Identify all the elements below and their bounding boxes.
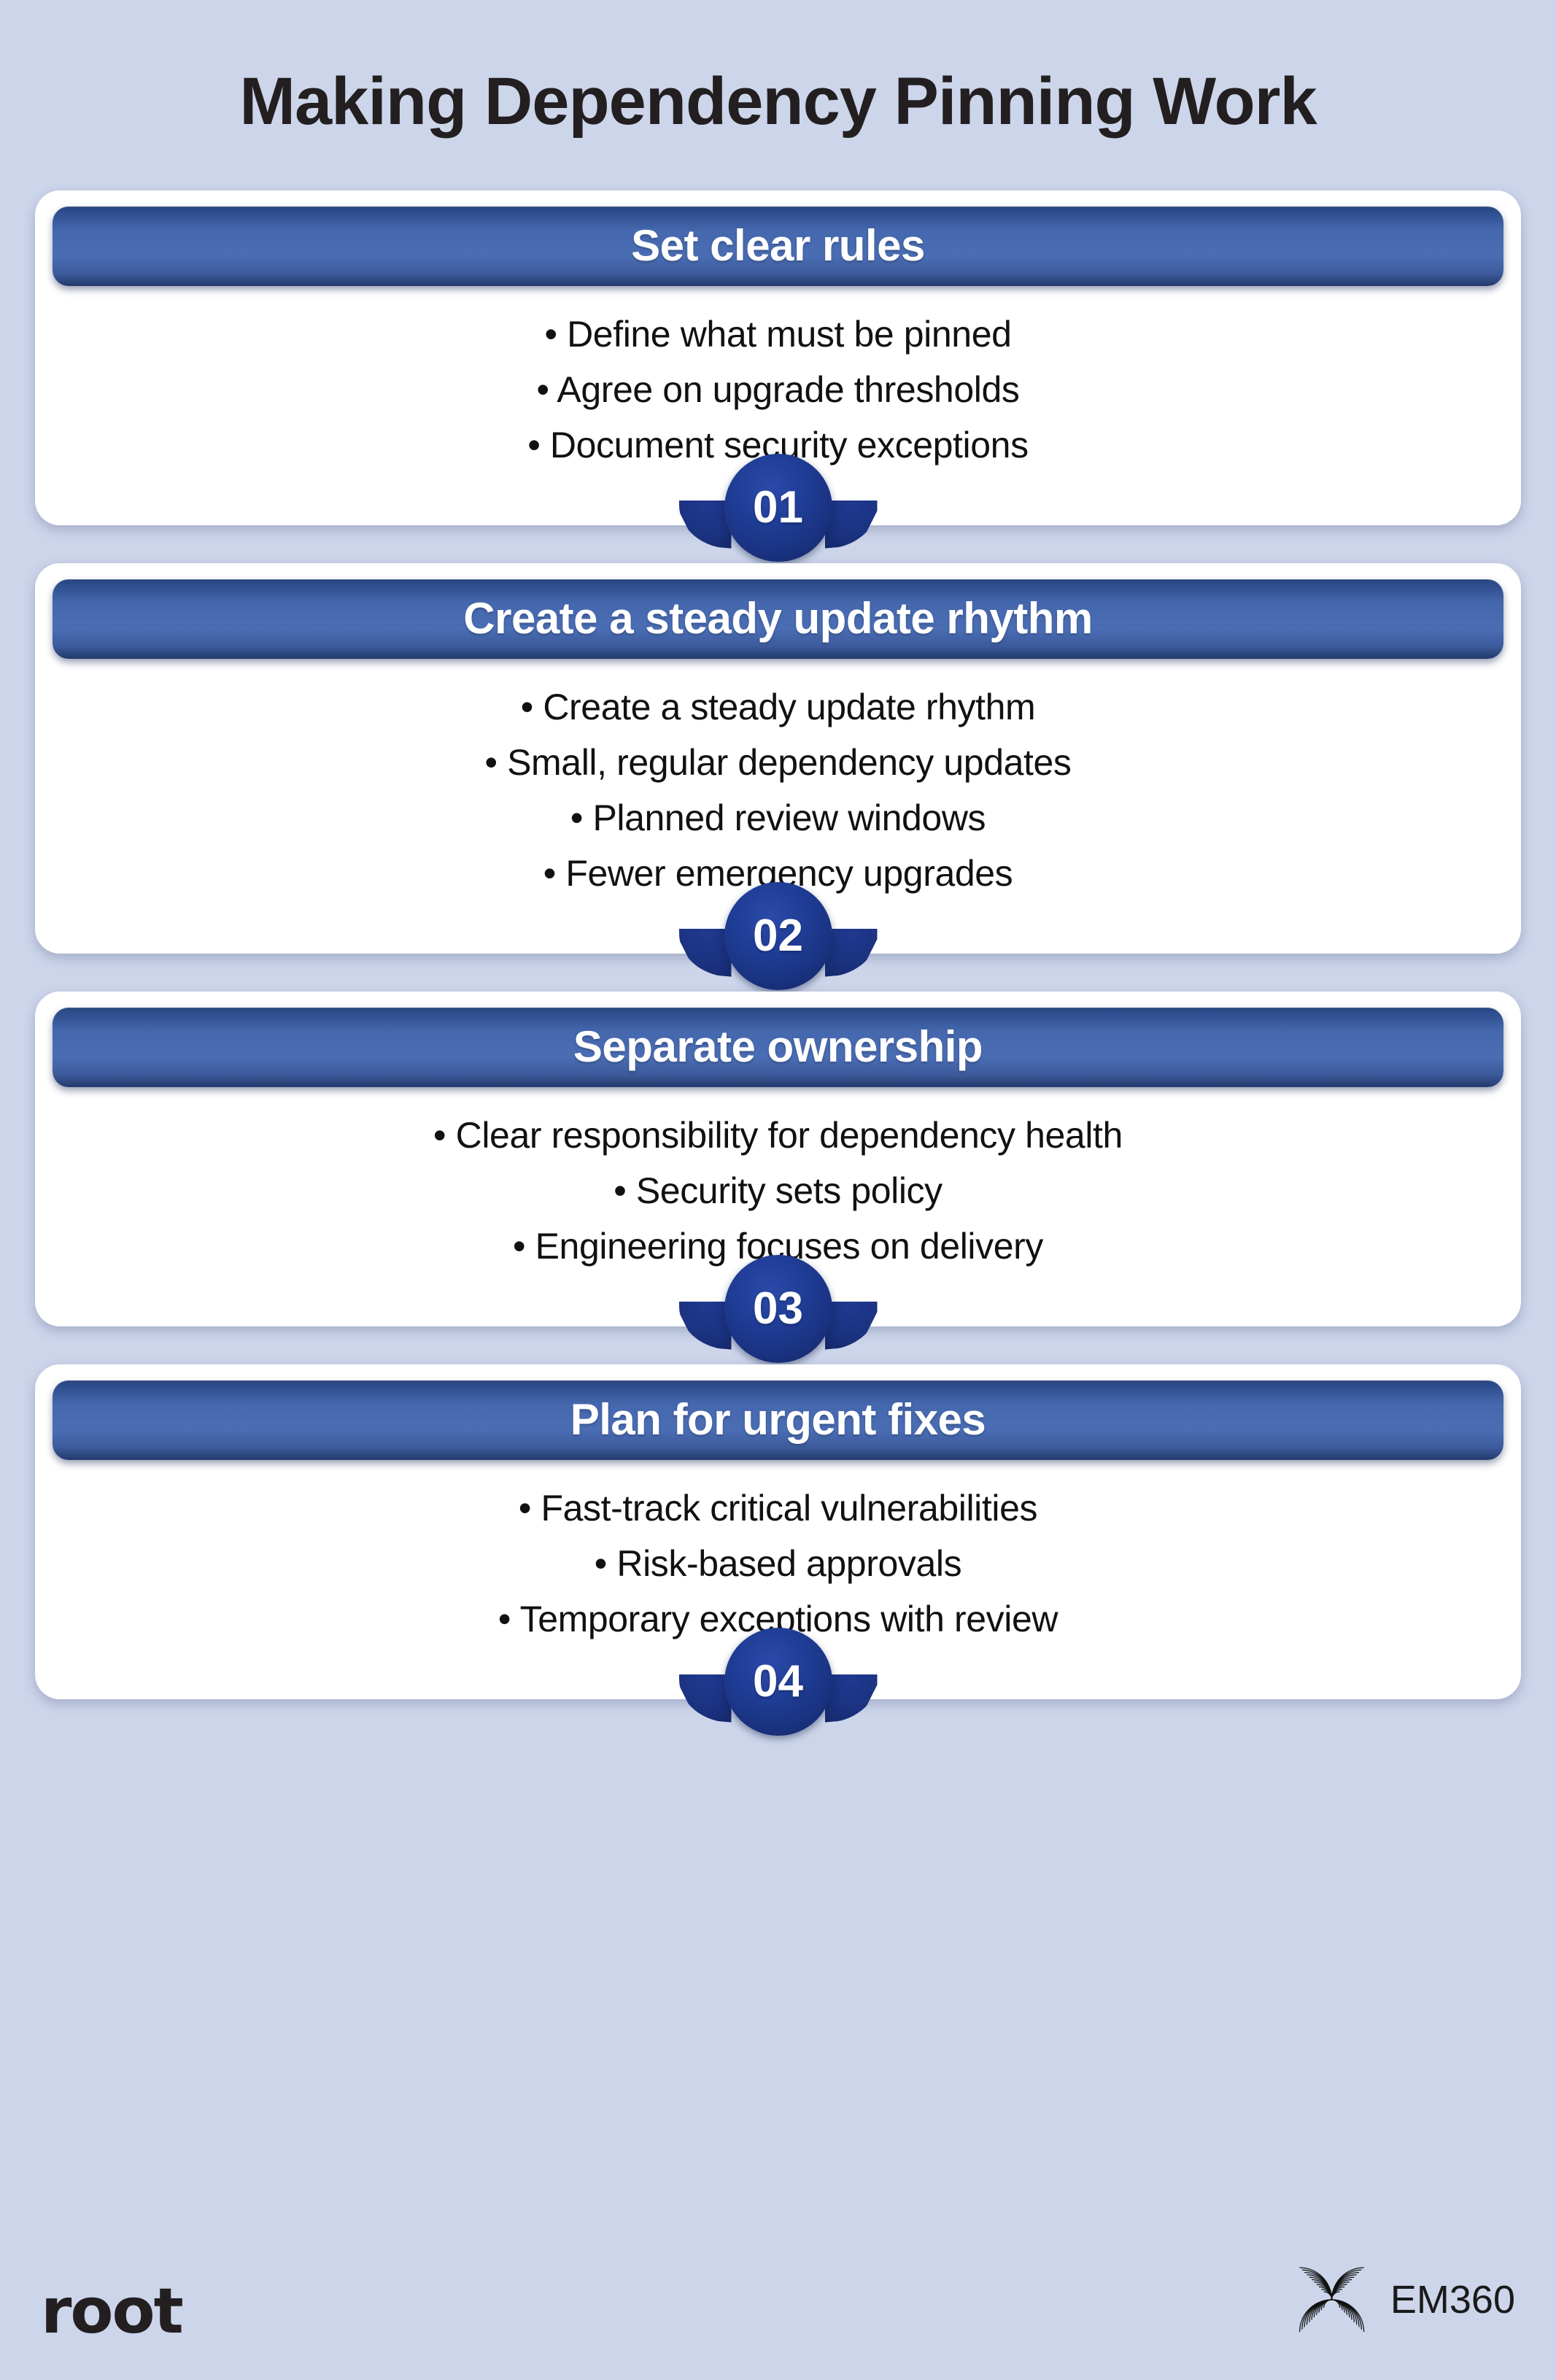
badge-wing-left-icon — [678, 1301, 732, 1350]
bullet-item: • Clear responsibility for dependency he… — [433, 1114, 1123, 1156]
bullet-item: • Security sets policy — [614, 1170, 942, 1211]
em360-wordmark: EM360 — [1390, 2277, 1515, 2322]
step-card-04: Plan for urgent fixes • Fast-track criti… — [35, 1364, 1521, 1736]
bullet-item: • Agree on upgrade thresholds — [536, 368, 1020, 410]
steps-list: Set clear rules • Define what must be pi… — [0, 190, 1556, 1736]
page-title: Making Dependency Pinning Work — [239, 63, 1317, 139]
step-card-01: Set clear rules • Define what must be pi… — [35, 190, 1521, 562]
badge-wing-left-icon — [678, 928, 732, 977]
badge-wing-right-icon — [824, 500, 878, 549]
bullet-item: • Create a steady update rhythm — [520, 686, 1036, 727]
bullet-item: • Define what must be pinned — [544, 313, 1012, 355]
step-body-04: • Fast-track critical vulnerabilities • … — [53, 1460, 1503, 1680]
root-logo: root — [41, 2274, 184, 2348]
step-header-02: Create a steady update rhythm — [53, 579, 1503, 659]
bullet-item: • Temporary exceptions with review — [498, 1598, 1058, 1639]
step-card-03: Separate ownership • Clear responsibilit… — [35, 991, 1521, 1363]
em360-swirl-icon — [1298, 2266, 1365, 2332]
bullet-item: • Engineering focuses on delivery — [513, 1225, 1043, 1267]
badge-wing-right-icon — [824, 928, 878, 977]
step-header-01: Set clear rules — [53, 206, 1503, 286]
footer: root — [0, 2212, 1556, 2380]
step-body-03: • Clear responsibility for dependency he… — [53, 1087, 1503, 1307]
bullet-item: • Document security exceptions — [527, 424, 1029, 465]
step-header-03: Separate ownership — [53, 1007, 1503, 1087]
step-card-02: Create a steady update rhythm • Create a… — [35, 563, 1521, 990]
badge-wing-right-icon — [824, 1674, 878, 1723]
bullet-item: • Risk-based approvals — [594, 1542, 962, 1584]
infographic-root: Making Dependency Pinning Work Set clear… — [0, 45, 1556, 2348]
badge-wing-left-icon — [678, 500, 732, 549]
badge-wing-left-icon — [678, 1674, 732, 1723]
bullet-item: • Planned review windows — [570, 797, 986, 838]
bullet-item: • Small, regular dependency updates — [484, 741, 1072, 783]
badge-wing-right-icon — [824, 1301, 878, 1350]
step-body-01: • Define what must be pinned • Agree on … — [53, 286, 1503, 506]
em360-logo: EM360 — [1287, 2252, 1515, 2380]
step-header-04: Plan for urgent fixes — [53, 1380, 1503, 1460]
bullet-item: • Fewer emergency upgrades — [543, 852, 1013, 894]
bullet-item: • Fast-track critical vulnerabilities — [518, 1487, 1038, 1529]
step-body-02: • Create a steady update rhythm • Small,… — [53, 659, 1503, 935]
